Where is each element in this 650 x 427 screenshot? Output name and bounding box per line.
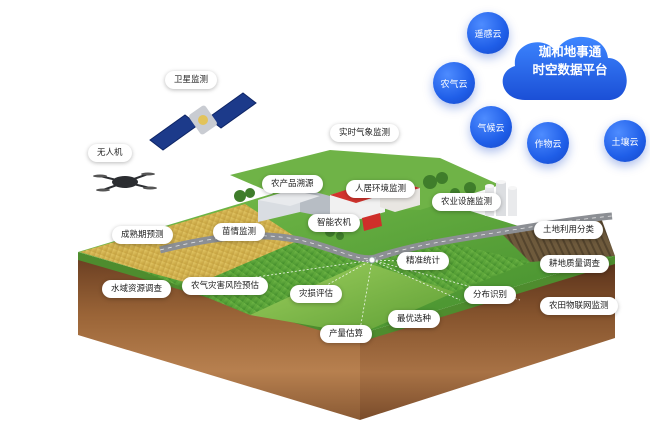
label-drone: 无人机 xyxy=(88,144,132,162)
platform-title-line1: 珈和地事通 xyxy=(538,44,602,59)
satellite-graphic xyxy=(149,92,257,151)
label-quality: 耕地质量调查 xyxy=(540,255,610,273)
hub-node xyxy=(368,256,376,264)
label-water: 水域资源调查 xyxy=(102,280,172,298)
green-field-front xyxy=(250,262,455,334)
cloud-bubble-meteo: 气候云 xyxy=(470,106,512,148)
label-facility: 农业设施监测 xyxy=(432,193,502,211)
label-maturity: 成熟期预测 xyxy=(112,226,173,244)
label-iot: 农田物联网监测 xyxy=(540,297,618,315)
label-landuse: 土地利用分类 xyxy=(534,221,604,239)
label-seedling: 苗情监测 xyxy=(213,223,266,241)
drone-graphic xyxy=(93,172,157,192)
cloud-bubble-agrometeo: 农气云 xyxy=(433,62,475,104)
cloud-bubble-remote: 遥感云 xyxy=(467,12,509,54)
label-stats: 精准统计 xyxy=(397,252,450,270)
label-disaster: 农气灾害风险预估 xyxy=(182,277,269,295)
label-distribution: 分布识别 xyxy=(464,286,517,304)
label-machinery: 智能农机 xyxy=(308,214,361,232)
label-habitat: 人居环境监测 xyxy=(346,180,416,198)
cloud-bubble-crop: 作物云 xyxy=(527,122,569,164)
platform-cloud xyxy=(502,36,627,100)
platform-title-line2: 时空数据平台 xyxy=(532,62,608,77)
label-weather: 实时气象监测 xyxy=(330,124,400,142)
label-satellite: 卫星监测 xyxy=(165,71,218,89)
platform-title: 珈和地事通 时空数据平台 xyxy=(520,43,620,79)
label-traceability: 农产品溯源 xyxy=(262,175,323,193)
label-breeding: 最优选种 xyxy=(388,310,441,328)
label-yield: 产量估算 xyxy=(320,325,373,343)
soil-left-face xyxy=(78,258,360,420)
cloud-bubble-soil: 土壤云 xyxy=(604,120,646,162)
label-loss: 灾损评估 xyxy=(290,285,343,303)
